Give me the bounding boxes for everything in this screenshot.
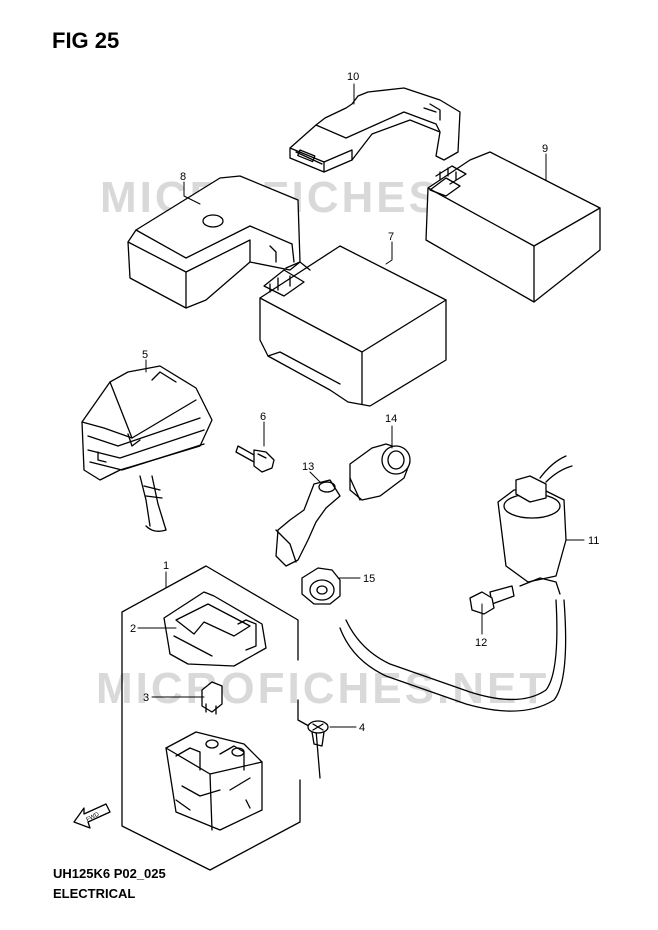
leader-lines bbox=[137, 83, 585, 728]
callout-14: 14 bbox=[385, 413, 397, 425]
part-13-plug-cap bbox=[275, 479, 341, 567]
figure-title: FIG 25 bbox=[52, 28, 120, 53]
figure-label: ELECTRICAL bbox=[53, 886, 136, 901]
figure-code: UH125K6 P02_025 bbox=[53, 866, 166, 881]
part-15-seal bbox=[301, 567, 341, 605]
part-8-cover bbox=[127, 175, 301, 309]
callout-9: 9 bbox=[542, 143, 548, 155]
part-11-coil bbox=[339, 455, 573, 712]
callout-10: 10 bbox=[347, 71, 359, 83]
callout-8: 8 bbox=[180, 171, 186, 183]
callout-13: 13 bbox=[302, 461, 314, 473]
part-2-cover bbox=[163, 591, 267, 667]
callout-3: 3 bbox=[143, 692, 149, 704]
callout-2: 2 bbox=[130, 623, 136, 635]
callout-11: 11 bbox=[588, 535, 599, 547]
part-3-fuse bbox=[201, 681, 223, 715]
callout-15: 15 bbox=[363, 573, 375, 585]
part-7-unit bbox=[259, 245, 447, 407]
callout-12: 12 bbox=[475, 637, 487, 649]
callouts: 10 9 8 7 5 6 14 13 11 15 12 1 2 3 4 bbox=[130, 71, 599, 734]
part-14-cap bbox=[349, 443, 411, 501]
callout-7: 7 bbox=[388, 231, 394, 243]
part-4-screw bbox=[307, 720, 329, 747]
callout-5: 5 bbox=[142, 349, 148, 361]
part-6-bolt bbox=[235, 445, 275, 473]
part-12-screw bbox=[469, 585, 515, 615]
part-1-starter-relay bbox=[165, 731, 263, 831]
part-9-unit bbox=[425, 151, 601, 303]
fwd-arrow-icon: FWD bbox=[73, 803, 111, 829]
watermark-bottom: MICROFICHES.NET bbox=[96, 664, 549, 713]
callout-6: 6 bbox=[260, 411, 266, 423]
part-5-regulator bbox=[81, 365, 213, 532]
part-1-group-frame bbox=[121, 565, 321, 871]
callout-4: 4 bbox=[359, 722, 365, 734]
part-10-cover bbox=[289, 87, 461, 173]
callout-1: 1 bbox=[163, 560, 169, 572]
